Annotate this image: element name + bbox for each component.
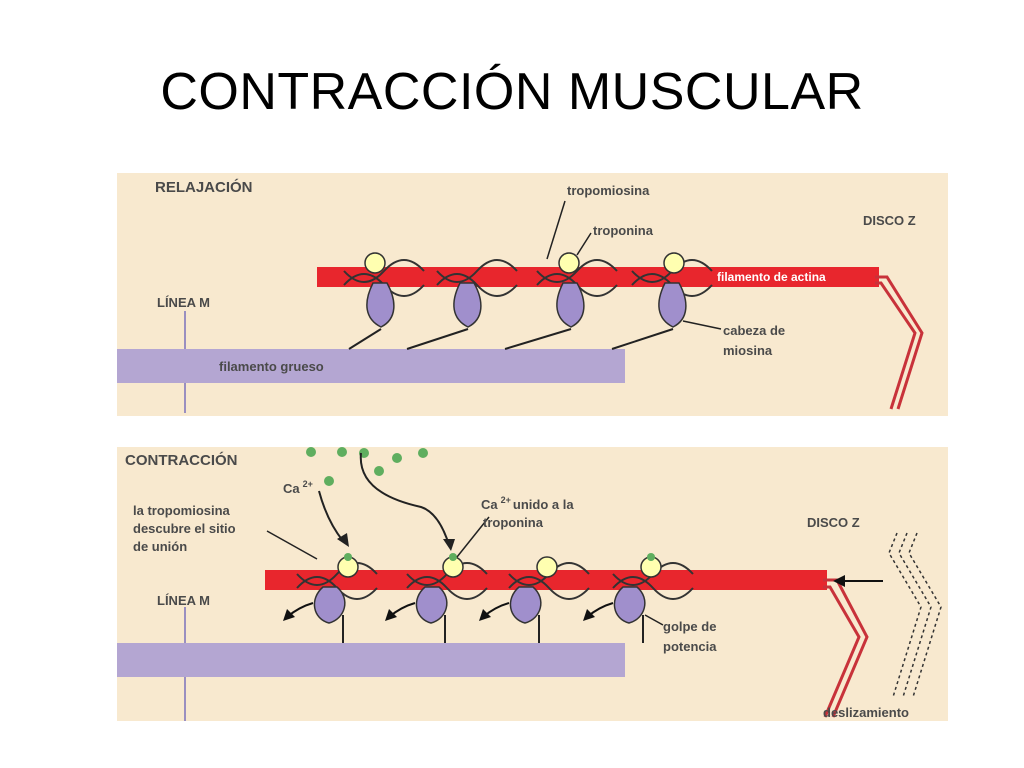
myosin-unit-1 — [283, 553, 378, 643]
actin-filament — [265, 570, 827, 590]
binding-label-1: la tropomiosina — [133, 503, 231, 518]
myosin-head — [613, 586, 646, 624]
myosin-head — [658, 282, 687, 328]
relaxation-diagram: RELAJACIÓN tropomiosina troponina DISCO … — [117, 178, 924, 413]
troponina-pointer — [576, 232, 592, 256]
cabeza-label-2: miosina — [723, 343, 773, 358]
troponina-label: troponina — [593, 223, 654, 238]
contraction-heading: CONTRACCIÓN — [125, 451, 238, 469]
ca-bound-ca: Ca — [481, 497, 498, 512]
cabeza-label-1: cabeza de — [723, 323, 785, 338]
myosin-unit-3 — [504, 252, 618, 350]
myosin-head — [509, 586, 542, 624]
myosin-unit-1 — [343, 252, 425, 350]
myosin-unit-2 — [406, 259, 518, 350]
slide-title: CONTRACCIÓN MUSCULAR — [160, 63, 864, 121]
troponin-icon — [558, 252, 580, 274]
myosin-unit-3 — [479, 556, 590, 643]
thick-filament-label: filamento grueso — [219, 359, 324, 374]
tropomiosina-pointer — [546, 200, 566, 260]
myosin-unit-4 — [611, 252, 713, 350]
calcium-arrow-2 — [359, 452, 450, 546]
disco-z-label: DISCO Z — [807, 515, 860, 530]
golpe-label-2: potencia — [663, 639, 717, 654]
svg-text:Ca2+unido a la: Ca2+unido a la — [481, 495, 574, 512]
golpe-pointer — [644, 614, 664, 626]
relaxation-heading: RELAJACIÓN — [155, 178, 253, 196]
actin-label: filamento de actina — [717, 270, 826, 284]
troponin-icon — [663, 252, 685, 274]
disco-z-label: DISCO Z — [863, 213, 916, 228]
thick-filament — [117, 643, 625, 677]
myosin-head — [366, 282, 395, 328]
linea-m-label: LÍNEA M — [157, 593, 210, 608]
ca-bound-label-2: troponina — [483, 515, 544, 530]
troponin-icon — [536, 556, 558, 578]
myosin-unit-4 — [583, 553, 694, 643]
ca-label: Ca — [283, 481, 300, 496]
binding-label-2: descubre el sitio — [133, 521, 236, 536]
ca-bound-sup: 2+ — [501, 495, 511, 505]
cabeza-pointer — [682, 320, 722, 330]
linea-m-label: LÍNEA M — [157, 295, 210, 310]
z-disc-previous — [888, 532, 942, 698]
ca-sup: 2+ — [303, 479, 313, 489]
deslizamiento-label: deslizamiento — [823, 705, 909, 720]
z-disc — [823, 578, 869, 718]
ca-bound-pointer — [456, 516, 490, 558]
myosin-head — [415, 586, 448, 624]
svg-text:Ca2+: Ca2+ — [283, 479, 313, 496]
binding-label-3: de unión — [133, 539, 187, 554]
tropomiosina-label: tropomiosina — [567, 183, 650, 198]
thick-filament — [117, 349, 625, 383]
myosin-head — [453, 282, 482, 328]
calcium-arrow-1 — [318, 490, 344, 542]
ca-bound-label-1: unido a la — [513, 497, 574, 512]
binding-pointer — [266, 530, 318, 560]
myosin-unit-2 — [385, 553, 488, 643]
golpe-label-1: golpe de — [663, 619, 716, 634]
relaxation-panel: RELAJACIÓN tropomiosina troponina DISCO … — [117, 173, 948, 416]
z-disc — [875, 275, 924, 410]
troponin-icon — [364, 252, 386, 274]
myosin-head — [313, 586, 346, 624]
myosin-head — [556, 282, 585, 328]
